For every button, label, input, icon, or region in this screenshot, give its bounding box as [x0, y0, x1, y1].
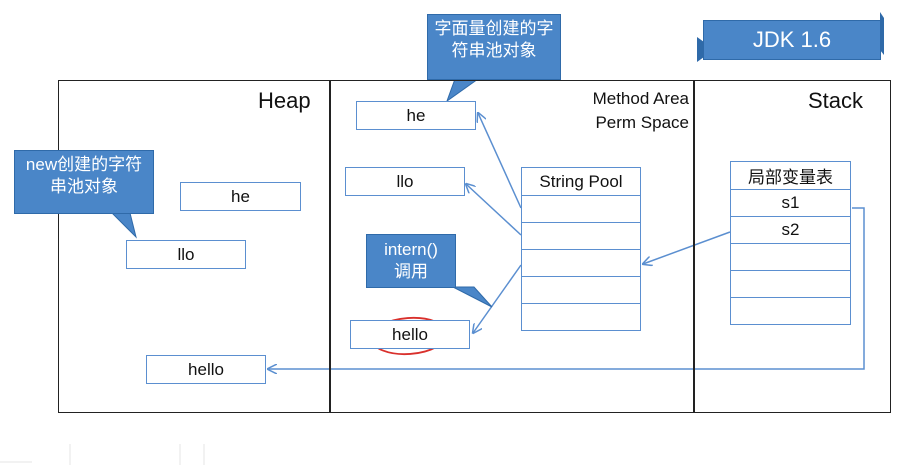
arrow-pool-to-hello — [473, 264, 522, 333]
string-pool-cell — [521, 195, 641, 223]
local-var-cell — [730, 243, 851, 271]
local-var-table-header: 局部变量表 — [730, 161, 851, 190]
stack-title: Stack — [808, 88, 864, 113]
callout-intern-tail — [452, 286, 493, 308]
arrow-pool-to-llo — [466, 184, 522, 236]
faint-bottom-artifact — [0, 444, 205, 465]
callout-intern-line1: intern() — [384, 240, 438, 259]
jdk-badge: JDK 1.6 — [703, 20, 881, 60]
callout-new-created: new创建的字符串池对象 — [14, 150, 154, 214]
heap-item-he: he — [180, 182, 301, 211]
string-pool-cell — [521, 303, 641, 331]
callout-literal-created: 字面量创建的字符串池对象 — [427, 14, 561, 80]
arrow-pool-to-he — [478, 113, 522, 209]
heap-item-hello: hello — [146, 355, 266, 384]
string-pool-cell — [521, 249, 641, 277]
ribbon-curl-left — [697, 37, 704, 62]
local-var-s1: s1 — [730, 189, 851, 217]
local-var-s2: s2 — [730, 216, 851, 244]
perm-space-title: Perm Space — [595, 113, 689, 132]
arrow-s1-to-heap-hello — [268, 207, 865, 369]
heap-title: Heap — [258, 88, 311, 113]
arrow-s2-to-pool — [643, 231, 731, 264]
string-pool-cell — [521, 276, 641, 304]
local-var-cell — [730, 270, 851, 298]
jdk-badge-label: JDK 1.6 — [752, 27, 832, 52]
string-pool-header: String Pool — [521, 167, 641, 196]
stack-region — [693, 80, 891, 413]
ribbon-curl-right — [880, 12, 884, 55]
method-item-hello: hello — [350, 320, 470, 349]
method-area-title: Method Area — [592, 89, 689, 108]
method-item-llo: llo — [345, 167, 465, 196]
local-var-cell — [730, 297, 851, 325]
callout-intern-line2: 调用 — [394, 262, 428, 281]
callout-intern: intern() 调用 — [366, 234, 456, 288]
string-pool-cell — [521, 222, 641, 250]
method-area-region — [329, 80, 695, 413]
heap-item-llo: llo — [126, 240, 246, 269]
heap-region — [58, 80, 331, 413]
method-item-he: he — [356, 101, 476, 130]
